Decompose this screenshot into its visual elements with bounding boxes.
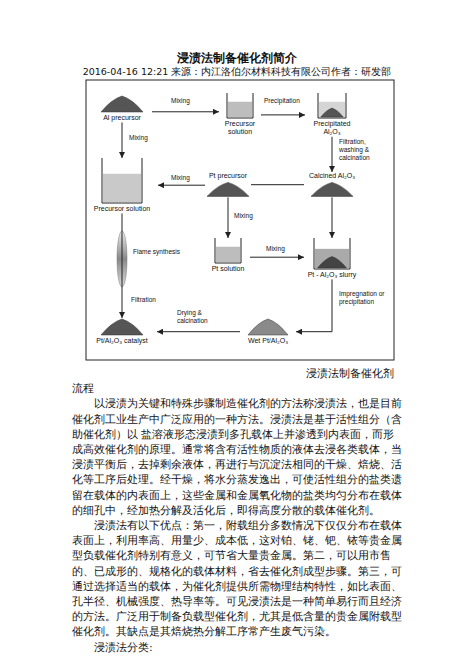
- powder-pile: [101, 319, 143, 335]
- step-label: Precipitation: [263, 97, 301, 105]
- liquid: [319, 102, 345, 117]
- flow-arrow: [158, 185, 205, 186]
- beaker: [314, 238, 350, 269]
- figure-border: [86, 80, 394, 360]
- paragraph: 以浸渍为关键和特殊步骤制造催化剂的方法称浸渍法，也是目前催化剂工业生产中广泛应用…: [72, 396, 402, 518]
- liquid: [228, 102, 252, 117]
- step-label: Mixing: [170, 97, 191, 105]
- step-label: Filtration: [130, 296, 157, 304]
- liquid: [315, 249, 349, 268]
- step-label: Calcined Al₂O₃: [304, 172, 360, 180]
- step-label: Pt - Al₂O₃ slurry: [304, 271, 360, 279]
- figure-caption: 浸渍法制备催化剂 流程: [72, 366, 402, 396]
- step-label: Precipitated Al₂O₃: [305, 120, 359, 137]
- beaker: [215, 238, 241, 263]
- byline: 2016-04-16 12:21 来源：内江洛伯尔材料科技有限公司作者：研发部: [0, 66, 474, 79]
- step-label: Drying & calcination: [176, 309, 220, 325]
- process-step: Precipitated Al₂O₃: [305, 93, 359, 137]
- powder-pile: [311, 182, 353, 196]
- flow-arrow: [228, 197, 229, 238]
- flow-arrow: [332, 137, 333, 172]
- step-label: Pt solution: [206, 265, 250, 273]
- step-label: Wet Pt/Al₂O₃: [240, 337, 296, 345]
- powder-pile: [321, 108, 343, 117]
- step-label: Mixing: [170, 174, 191, 182]
- step-label: Filtration, washing & calcination: [338, 138, 386, 162]
- flow-arrow: [296, 279, 332, 331]
- step-label: Mixing: [265, 245, 286, 253]
- process-step: Al precursor: [92, 95, 152, 122]
- process-step: Precursor solution: [219, 93, 261, 137]
- flow-arrow: [152, 111, 219, 112]
- step-label: Mixing: [128, 134, 149, 142]
- flow-arrow: [261, 114, 305, 115]
- powder-pile: [318, 257, 347, 268]
- step-label: Precursor solution: [219, 120, 261, 137]
- beaker: [318, 93, 346, 118]
- liquid: [216, 247, 240, 262]
- flow-arrow: [122, 213, 123, 318]
- step-label: Flame synthesis: [132, 248, 181, 256]
- step-label: Precursor solution: [86, 205, 158, 213]
- beaker: [102, 158, 142, 203]
- beaker: [227, 93, 253, 118]
- process-step: Wet Pt/Al₂O₃: [240, 318, 296, 345]
- powder-pile: [207, 182, 249, 196]
- flow-arrow: [157, 331, 240, 332]
- paragraph: 浸渍法有以下优点：第一，附载组分多数情况下仅仅分布在载体表面上，利用率高、用量少…: [72, 518, 402, 640]
- step-label: Impregnation or precipitation: [338, 290, 392, 306]
- process-step: Calcined Al₂O₃: [304, 172, 360, 197]
- powder-pile: [248, 319, 288, 335]
- paragraph: 浸渍法分类:: [72, 640, 402, 655]
- process-step: Precursor solution: [86, 158, 158, 213]
- flow-arrow: [122, 122, 123, 158]
- process-step: Pt solution: [206, 238, 250, 273]
- step-label: Mixing: [233, 212, 254, 220]
- flow-arrow: [250, 257, 304, 258]
- step-label: Al precursor: [92, 114, 152, 122]
- step-label: Pt precursor: [205, 172, 251, 180]
- flow-arrow: [251, 184, 304, 185]
- flow-arrow: [332, 197, 333, 238]
- step-label: Pt/Al₂O₃ catalyst: [87, 337, 157, 345]
- liquid: [103, 174, 141, 202]
- body-text: 浸渍法制备催化剂 流程以浸渍为关键和特殊步骤制造催化剂的方法称浸渍法，也是目前催…: [72, 366, 402, 655]
- process-step: Pt - Al₂O₃ slurry: [304, 238, 360, 279]
- process-step: Pt precursor: [205, 172, 251, 197]
- process-step: Pt/Al₂O₃ catalyst: [87, 318, 157, 345]
- powder-pile: [101, 96, 143, 112]
- page-title: 浸渍法制备催化剂简介: [0, 50, 474, 67]
